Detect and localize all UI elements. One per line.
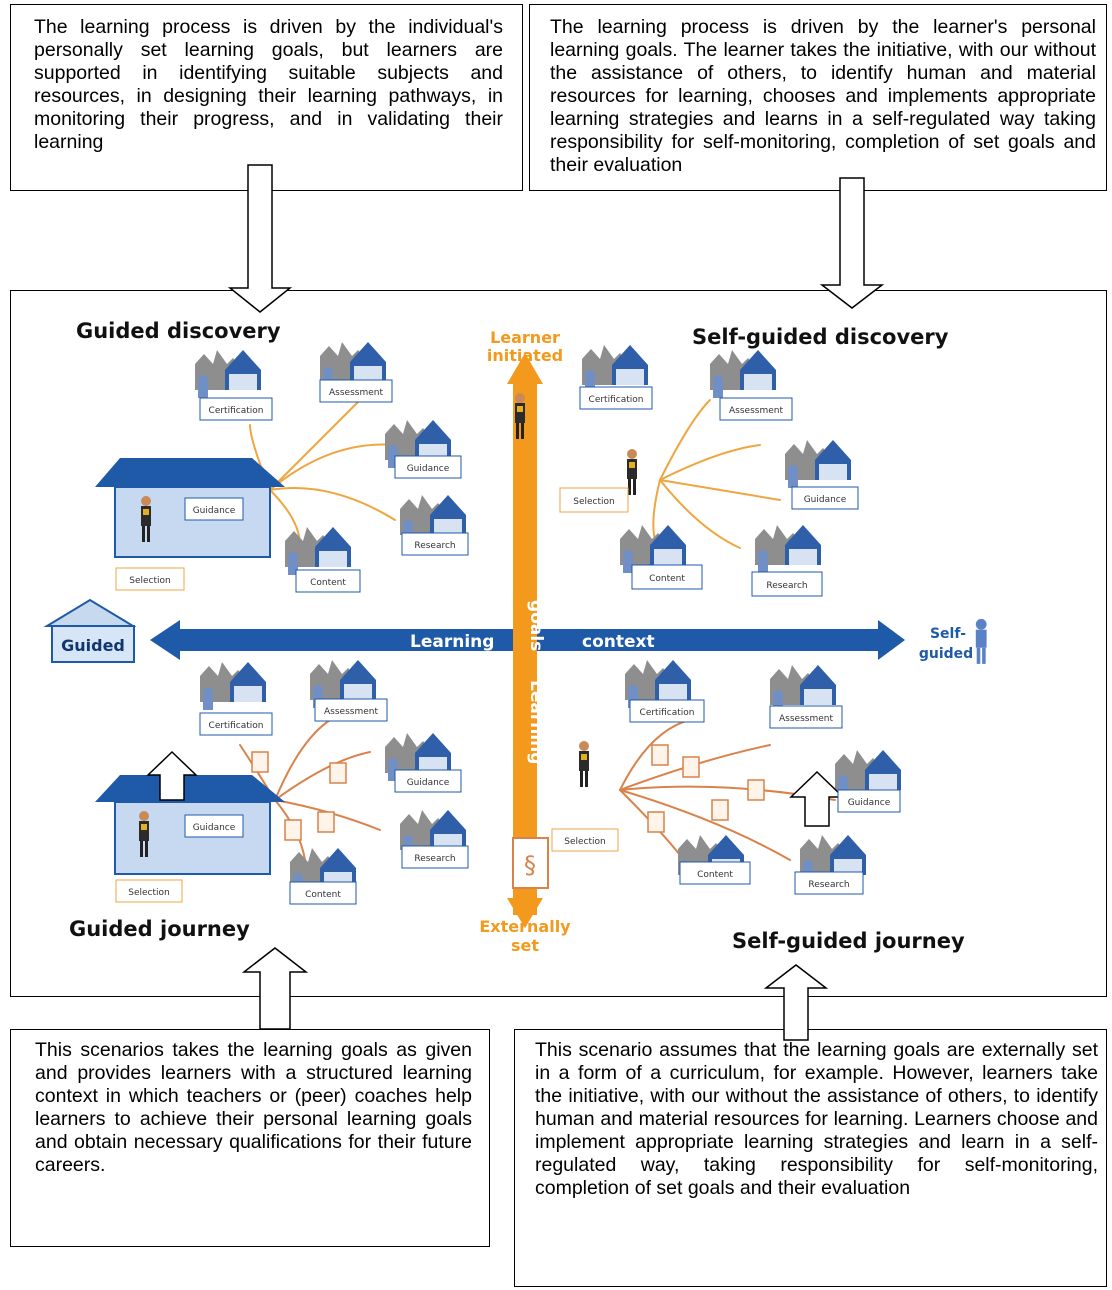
gd-research-label: Research [414,541,455,551]
vertical-axis [507,353,543,928]
top-left-description-box [10,4,523,191]
gj-certification-label: Certification [209,721,264,731]
gd-guidance2-label: Guidance [407,464,450,474]
axis-label-goals: goals [526,600,546,651]
sgd-assessment-tag [719,397,793,421]
sgd-guidance-tag [791,486,859,510]
sgd-certification-label: Certification [589,395,644,405]
quadrant-title-self-guided-discovery: Self-guided discovery [692,325,949,349]
gj-research-label: Research [414,854,455,864]
curriculum-document-icon [512,837,549,889]
gd-selection-label: Selection [129,576,170,586]
guided-journey-scene [95,660,466,896]
guided-endpoint [43,598,137,663]
sgj-assessment-tag [769,705,843,729]
sgd-content-label: Content [649,574,685,584]
gj-guidance-label: Guidance [407,778,450,788]
sgj-research-tag [794,871,864,895]
section-symbol: § [524,851,536,879]
self-guided-endpoint-label-2: guided [919,646,973,662]
gj-content-label: Content [305,890,341,900]
arrow-bottom-right-up [763,964,829,1041]
gd-guidance-tag [184,497,244,521]
sgd-selection-tag [559,487,629,513]
bottom-right-description-box [514,1029,1107,1287]
axis-label-learning-vertical: Learning [526,680,546,764]
arrow-bottom-left-up [241,947,309,1030]
sgj-content-tag [679,861,751,885]
gj-school-guidance-label: Guidance [193,823,236,833]
gd-selection-tag [115,567,185,591]
sgj-selection-label: Selection [564,837,605,847]
sgj-guidance-tag [837,789,901,813]
bottom-right-description: This scenario assumes that the learning … [535,1039,1098,1199]
gj-research-tag [401,845,469,869]
gj-assessment-label: Assessment [324,707,378,717]
self-guided-person [975,618,987,664]
bottom-left-description: This scenarios takes the learning goals … [35,1039,472,1176]
sgj-research-label: Research [808,880,849,890]
sgj-content-label: Content [697,870,733,880]
gd-guidance-label: Guidance [193,506,236,516]
gd-assessment-label: Assessment [329,388,383,398]
guided-journey-up-arrow [146,750,198,801]
gd-certification-label: Certification [209,406,264,416]
quadrant-title-self-guided-journey: Self-guided journey [732,929,965,953]
arrow-top-left-down [227,164,293,313]
gd-content-label: Content [310,578,346,588]
axis-label-learning-left: Learning [410,632,494,652]
gd-content-tag [295,569,361,593]
gj-content-tag [289,881,357,905]
gd-guidance2-tag [394,455,462,479]
gj-school-guidance-tag [184,814,244,838]
sgj-guidance-label: Guidance [848,798,891,808]
gd-certification-tag [199,397,273,421]
gj-selection-label: Selection [128,888,169,898]
gj-guidance-tag [394,769,462,793]
gj-certification-tag [199,712,273,736]
top-left-description: The learning process is driven by the in… [34,16,503,153]
self-guided-journey-up-arrow [789,770,845,827]
sgj-selection-tag [551,828,619,852]
top-right-description-box [529,4,1107,191]
sgd-guidance-label: Guidance [804,495,847,505]
self-guided-discovery-scene [582,345,851,573]
axis-bottom-label-1: Externally [479,917,571,936]
sgj-assessment-label: Assessment [779,714,833,724]
gj-selection-tag [115,879,183,903]
self-guided-endpoint-label-1: Self- [930,626,966,642]
sgd-certification-tag [579,386,653,410]
sgd-content-tag [631,564,703,590]
sgj-certification-label: Certification [640,708,695,718]
guided-endpoint-label: Guided [61,636,125,655]
arrow-top-right-down [819,177,885,309]
axis-top-label-1: Learner [490,328,560,347]
top-right-description: The learning process is driven by the le… [550,16,1096,176]
self-guided-journey-scene [579,660,901,883]
sgd-assessment-label: Assessment [729,406,783,416]
axis-label-context: context [582,632,655,652]
sgd-research-label: Research [766,581,807,591]
gd-assessment-tag [319,379,393,403]
axis-top-label-2: initiated [487,346,563,365]
sgj-certification-tag [629,699,705,723]
axis-bottom-label-2: set [511,936,539,955]
quadrant-title-guided-discovery: Guided discovery [76,319,281,343]
gd-research-tag [401,532,469,556]
sgd-research-tag [751,571,823,597]
quadrant-title-guided-journey: Guided journey [69,917,250,941]
bottom-left-description-box [10,1029,490,1247]
gj-assessment-tag [314,698,388,722]
sgd-selection-label: Selection [573,497,614,507]
